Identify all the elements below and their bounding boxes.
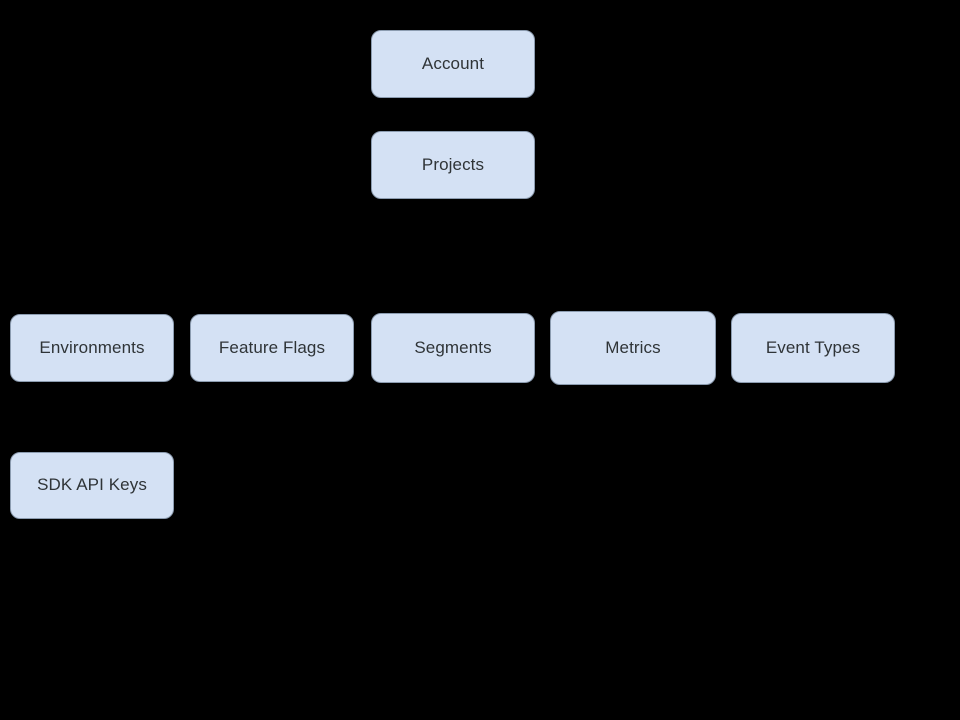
- node-projects[interactable]: Projects: [371, 131, 535, 199]
- node-account[interactable]: Account: [371, 30, 535, 98]
- node-label: Event Types: [765, 337, 861, 357]
- node-environments[interactable]: Environments: [10, 314, 174, 382]
- node-feature-flags[interactable]: Feature Flags: [190, 314, 354, 382]
- node-event-types[interactable]: Event Types: [731, 313, 895, 383]
- node-label: Metrics: [605, 337, 661, 357]
- node-label: SDK API Keys: [37, 475, 147, 495]
- node-metrics[interactable]: Metrics: [550, 311, 716, 385]
- node-label: Account: [421, 53, 485, 73]
- node-label: Projects: [421, 154, 485, 174]
- node-sdk-api-keys[interactable]: SDK API Keys: [10, 452, 174, 519]
- node-label: Feature Flags: [218, 337, 326, 357]
- node-segments[interactable]: Segments: [371, 313, 535, 383]
- node-label: Environments: [39, 337, 145, 357]
- node-label: Segments: [414, 337, 492, 357]
